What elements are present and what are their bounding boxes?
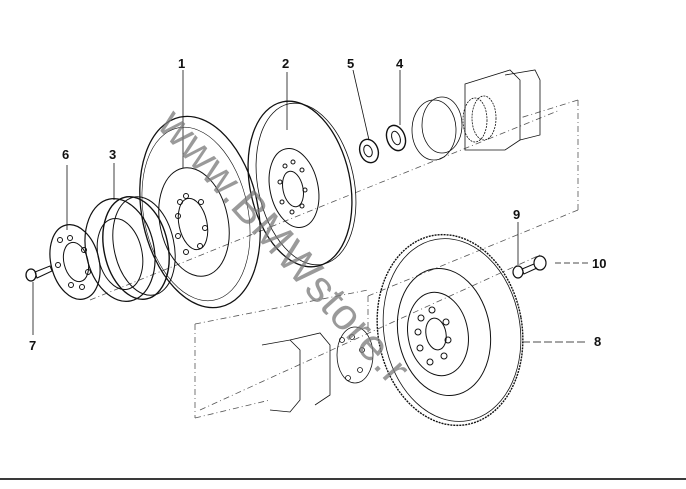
flywheel-bolt-drawing [521,255,547,275]
callout-4[interactable]: 4 [396,56,404,71]
lower-assembly-frame [194,254,541,419]
bolt-drawing [25,265,53,282]
callout-8[interactable]: 8 [594,334,602,349]
belt-pulley-drawing [84,196,176,302]
callout-5[interactable]: 5 [347,56,355,71]
flywheel-drawing [376,233,524,427]
bottom-divider [0,478,686,480]
callout-7[interactable]: 7 [29,338,37,353]
spacer-plate-drawing [49,224,101,300]
callout-1[interactable]: 1 [178,56,186,71]
collar-nut-drawing [358,138,380,164]
callout-6[interactable]: 6 [62,147,70,162]
lock-plate-drawing [385,124,407,152]
crankshaft-front-drawing [411,69,541,161]
callout-3[interactable]: 3 [109,147,117,162]
callout-9[interactable]: 9 [513,207,521,222]
upper-assembly-frame [89,99,579,335]
hub-disc-drawing [247,100,357,268]
washer-drawing [512,265,524,279]
crankshaft-rear-drawing [261,326,374,413]
vibration-damper-drawing [139,115,261,309]
callout-10[interactable]: 10 [592,256,607,271]
callout-2[interactable]: 2 [282,56,290,71]
leader-lines [32,69,590,343]
